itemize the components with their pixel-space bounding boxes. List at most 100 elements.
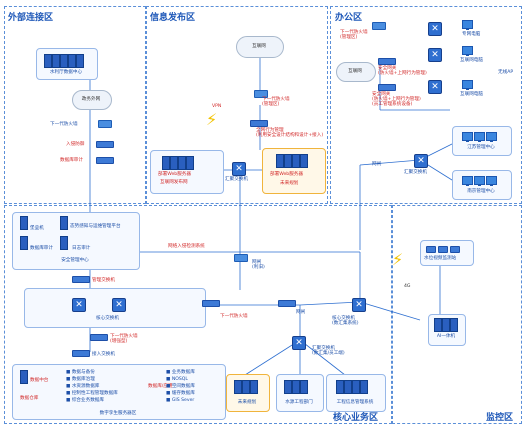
server-icon [68, 54, 76, 68]
core-legend-title: 数字孪生服务器区 [99, 411, 137, 416]
core-mgmt-item-3: 日志审计 [72, 246, 91, 251]
terminal-icon [486, 176, 497, 186]
server-icon [44, 54, 52, 68]
info-web1-label: 部署Web服务器 [158, 172, 191, 177]
terminal-icon [462, 176, 473, 186]
core-fw2-label: 下一代防火墙 [220, 314, 248, 319]
zone-monitor-title: 监控区 [486, 413, 514, 423]
server-icon [170, 156, 178, 170]
core-db2-label: 工程信息管理系统 [336, 400, 374, 405]
external-audit-label: 数据库审计 [60, 158, 83, 163]
office-mgmt2-box [452, 170, 512, 200]
device-icon [250, 120, 268, 127]
server-icon [20, 216, 28, 230]
office-mgmt1-label: 江苏管理中心 [467, 145, 495, 150]
device-icon [278, 300, 296, 307]
device-icon [96, 157, 114, 164]
core-legend-center-3: 控制性工程管理数据库 [66, 391, 118, 396]
zone-office [330, 6, 522, 204]
core-legend-center-1: 数据库治理 [66, 377, 95, 382]
switch-icon [352, 298, 366, 312]
core-mgmt-switch: 管理交换机 [92, 278, 115, 283]
monitor-cam-box [420, 240, 474, 266]
zone-office-title: 办公区 [335, 13, 363, 23]
server-icon [178, 156, 186, 170]
core-iids-label: 网络入侵检测系统 [168, 244, 205, 249]
monitor-ai-label: AI一体机 [436, 334, 456, 339]
core-future-label: 未来规划 [237, 400, 257, 405]
terminal-icon [462, 80, 473, 90]
office-terminal3-label: 互联网电脑 [460, 92, 483, 97]
server-icon [60, 54, 68, 68]
switch-icon [232, 162, 246, 176]
core-legend-mid: 数据库/应用 [148, 384, 173, 389]
lightning-icon: ⚡ [206, 110, 218, 129]
terminal-icon [462, 20, 473, 30]
device-icon [72, 350, 90, 357]
server-icon [162, 156, 170, 170]
core-legend-right-1: NOSQL [166, 377, 188, 382]
office-core-link-label: 网闸 [372, 162, 382, 167]
core-big-sw-label: 网闸 [296, 310, 306, 315]
firewall-icon [98, 120, 112, 128]
external-fw-label: 下一代防火墙 [50, 122, 78, 127]
core-core-sw2-label: 核心交换机(数汇集系统) [332, 316, 359, 326]
core-legend-left-1: 数据仓库 [20, 396, 39, 401]
core-db1-label: 水源工程部门 [285, 400, 313, 405]
core-mgmt-title: 安全管理中心 [61, 258, 89, 263]
info-agg-label: 汇聚交换机 [225, 177, 248, 182]
core-legend-right-2: 空间数据库 [166, 384, 195, 389]
core-mgmt-item-1: 态势感知与运维管理平台 [70, 224, 121, 229]
monitor-cam-label: 水位视频监测站 [424, 256, 457, 261]
lightning-icon: ⚡ [392, 250, 404, 269]
server-icon [292, 154, 300, 168]
core-legend-left-0: 数据中台 [30, 378, 49, 383]
office-agg-label: 汇聚交换机 [404, 170, 427, 175]
core-agg-label: 汇聚交换机(数汇集/员工端) [312, 346, 345, 356]
server-icon [186, 156, 194, 170]
info-behavior-label: 全网行为管理(利用安全设计结构和设计+接入) [256, 128, 324, 138]
server-icon [76, 54, 84, 68]
info-vpn-label: VPN [212, 104, 222, 109]
device-icon [96, 141, 114, 148]
core-access-sw-label: 接入交换机 [92, 352, 115, 357]
device-icon [202, 300, 220, 307]
core-legend-center-0: 数据与备份 [66, 370, 95, 375]
terminal-icon [474, 132, 485, 142]
office-mgmt2-label: 南京管理中心 [467, 189, 495, 194]
switch-icon [414, 154, 428, 168]
server-icon [352, 380, 360, 394]
server-icon [300, 380, 308, 394]
server-icon [60, 216, 68, 230]
server-icon [20, 236, 28, 250]
info-future-label: 未来规划 [280, 181, 299, 186]
core-legend-right-3: 缓存数据库 [166, 391, 195, 396]
cloud-icon [336, 62, 376, 82]
server-icon [300, 154, 308, 168]
monitor-net-label: 4G [404, 284, 411, 289]
switch-icon [428, 48, 442, 62]
info-internet-label: 互联网 [252, 44, 266, 49]
server-icon [450, 318, 458, 332]
switch-icon [428, 80, 442, 94]
core-legend-center-2: 水资源数据库 [66, 384, 100, 389]
server-icon [276, 154, 284, 168]
core-legend-right-0: 业务数据库 [166, 370, 195, 375]
office-secure1-label: 安全网关(防火墙+上网行为管理) [378, 66, 427, 76]
core-core-sw-label: 核心交换机 [96, 316, 119, 321]
external-gw-label: 入侵防御 [66, 142, 85, 147]
server-icon [52, 54, 60, 68]
info-fw-label: 下一代防火墙(管理区) [262, 97, 290, 107]
zone-core-title: 核心业务区 [333, 413, 379, 423]
terminal-icon [462, 132, 473, 142]
cloud-icon [72, 90, 112, 110]
server-icon [284, 380, 292, 394]
core-legend-right-4: GIS Sever [166, 398, 194, 403]
office-wifi-label: 无线AP [498, 70, 514, 75]
server-icon [234, 380, 242, 394]
core-gw-label: 网闸(利旧) [252, 260, 265, 270]
server-icon [242, 380, 250, 394]
server-icon [434, 318, 442, 332]
zone-monitor [392, 205, 522, 424]
external-cloud-label: 政务外网 [81, 97, 101, 102]
